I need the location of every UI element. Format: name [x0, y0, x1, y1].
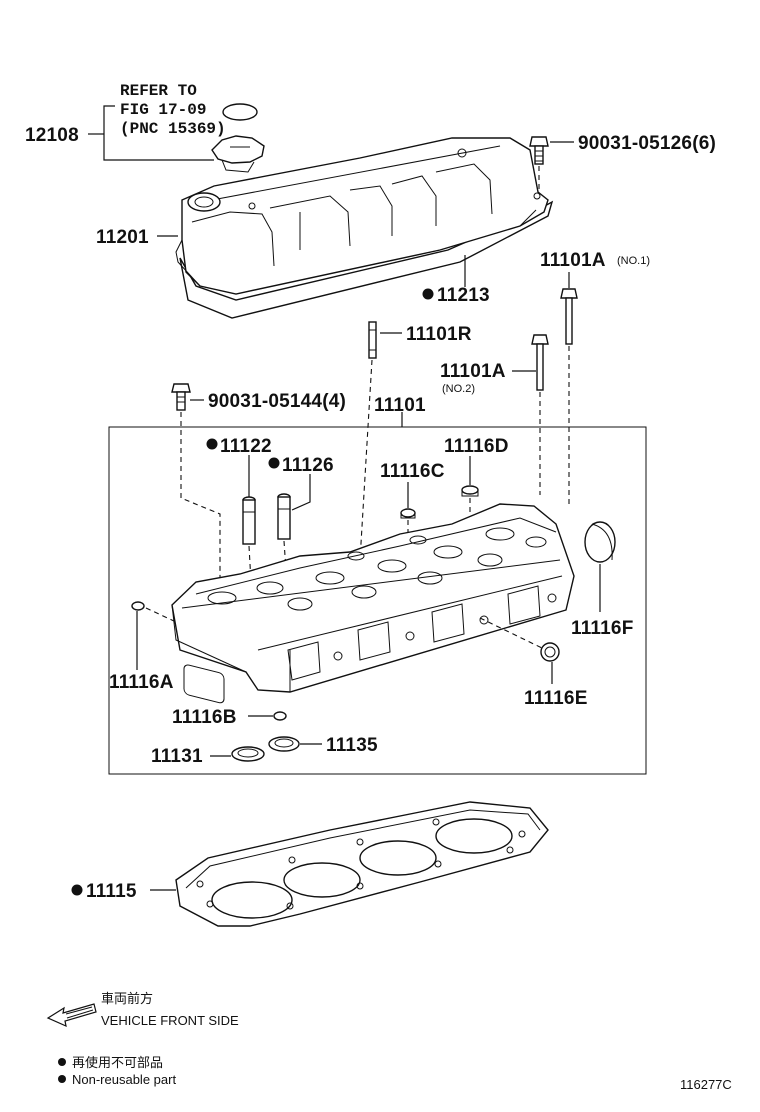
label-11116E: 11116E [524, 688, 588, 709]
cover-gasket [179, 200, 554, 319]
cup-plug-11116F [584, 521, 616, 563]
stud-11101R [368, 321, 377, 359]
label-11101A-no1-sub: (NO.1) [617, 255, 650, 267]
head-bolt-no1 [560, 288, 578, 345]
figure-id: 116277C [680, 1077, 732, 1092]
label-11122: 11122 [220, 436, 272, 457]
front-direction-arrow-icon [46, 1003, 97, 1028]
label-11116C: 11116C [380, 461, 445, 482]
label-11201: 11201 [96, 227, 149, 248]
label-90031-05144: 90031-05144(4) [208, 391, 346, 412]
label-11101: 11101 [374, 395, 426, 416]
cover-bolt-90031-05126 [529, 136, 549, 165]
head-bolt-90031-05144 [171, 383, 191, 411]
cylinder-head-cover [175, 137, 554, 319]
cylinder-head [171, 503, 575, 704]
valve-guide-11126 [277, 493, 291, 540]
cylinder-head-assembly-frame [108, 426, 647, 775]
ring-11135 [268, 736, 300, 752]
label-11101A-no2: 11101A [440, 361, 506, 382]
refer-note-line3: (PNC 15369) [120, 120, 226, 138]
plug-11116E [540, 642, 560, 662]
refer-note-line1: REFER TO [120, 82, 197, 100]
label-11126: 11126 [282, 455, 334, 476]
label-11135: 11135 [326, 735, 378, 756]
label-12108: 12108 [25, 125, 79, 146]
non-reusable-marker [206, 438, 218, 450]
plug-11116D [461, 485, 479, 497]
non-reusable-marker [71, 884, 83, 896]
label-11116A: 11116A [109, 672, 174, 693]
legend-front-en: VEHICLE FRONT SIDE [101, 1013, 239, 1028]
label-90031-05126: 90031-05126(6) [578, 133, 716, 154]
oil-filler-cap [211, 103, 265, 173]
label-11101A-no1: 11101A [540, 250, 606, 271]
legend-nonreuse-en: Non-reusable part [72, 1072, 176, 1087]
plug-11116B [273, 711, 287, 721]
refer-note-line2: FIG 17-09 [120, 101, 206, 119]
label-11115: 11115 [86, 881, 137, 902]
non-reusable-marker [268, 457, 280, 469]
non-reusable-marker [422, 288, 434, 300]
label-11116F: 11116F [571, 618, 634, 639]
label-11116B: 11116B [172, 707, 237, 728]
non-reusable-marker [58, 1075, 66, 1083]
cap-gasket-ring [222, 103, 258, 121]
legend-front-jp: 車両前方 [101, 991, 153, 1006]
head-bolt-no2 [531, 334, 549, 391]
ring-11131 [231, 746, 265, 762]
plug-11116A [131, 601, 145, 611]
label-11116D: 11116D [444, 436, 509, 457]
label-11101A-no2-sub: (NO.2) [442, 383, 475, 395]
legend-nonreuse-jp: 再使用不可部品 [72, 1055, 163, 1070]
label-11213: 11213 [437, 285, 490, 306]
cylinder-head-gasket [175, 801, 549, 927]
label-11101R: 11101R [406, 324, 472, 345]
plug-11116C [400, 508, 416, 519]
label-11131: 11131 [151, 746, 203, 767]
non-reusable-marker [58, 1058, 66, 1066]
valve-guide-11122 [242, 496, 256, 545]
